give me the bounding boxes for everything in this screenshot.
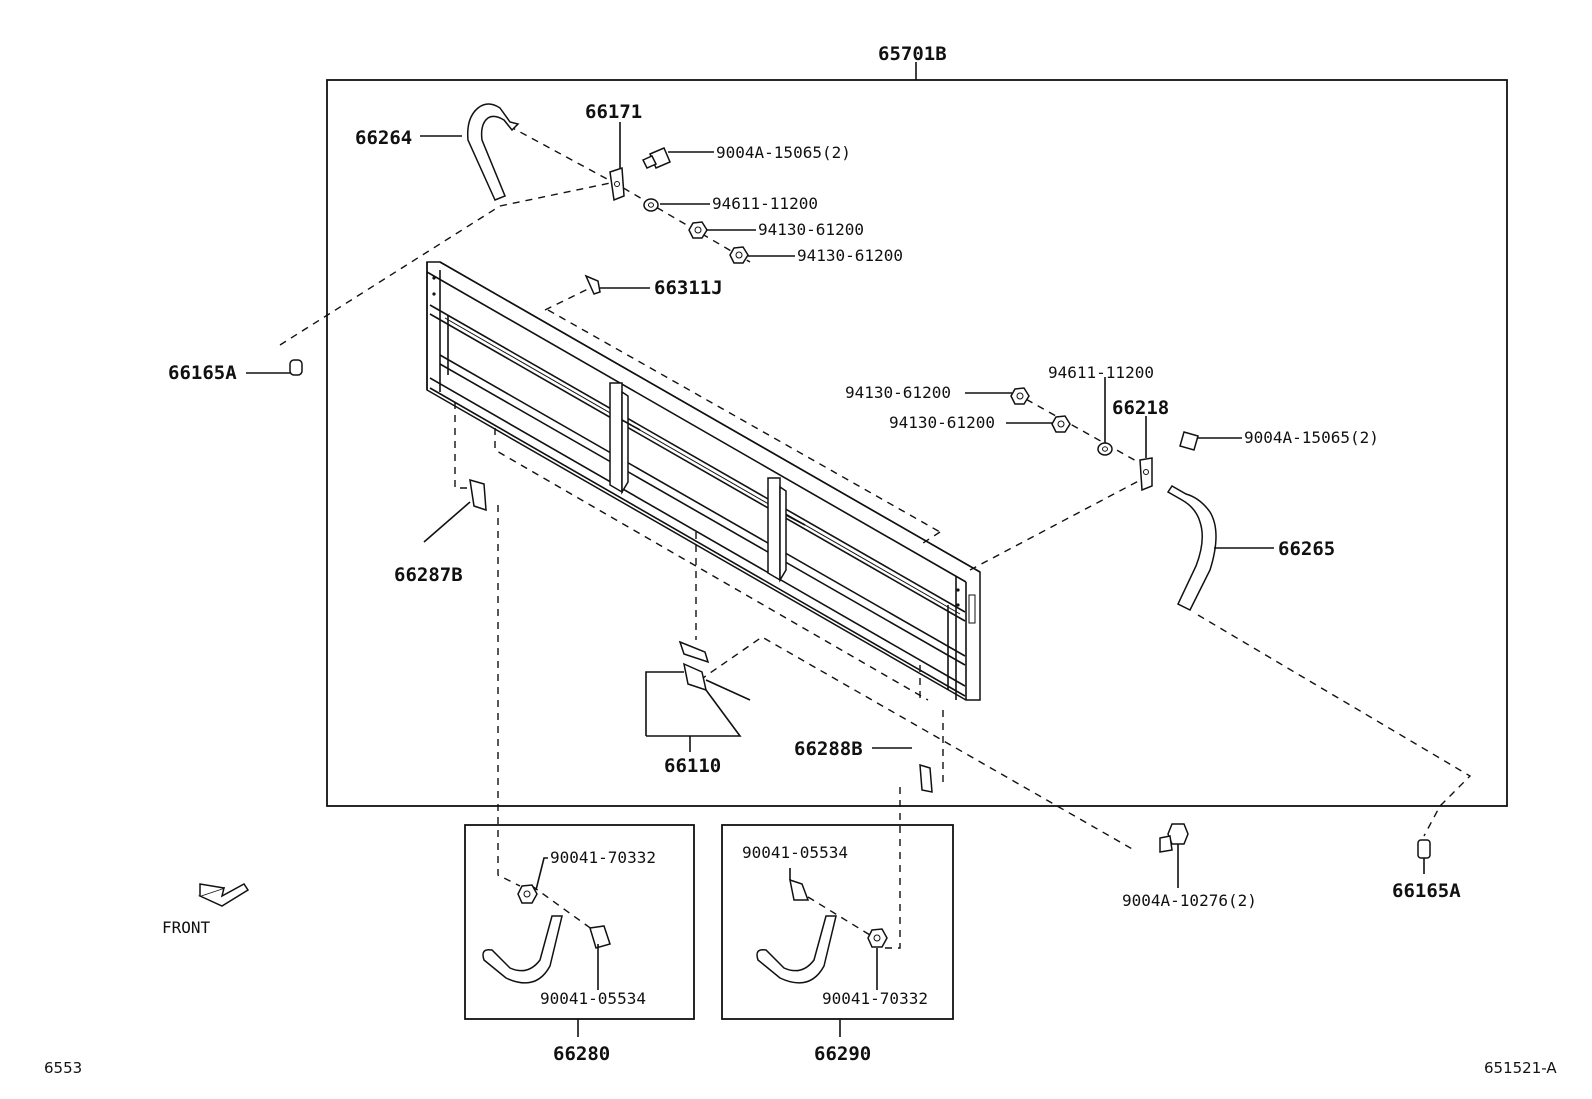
label-nut-left-1[interactable]: 94130-61200 (758, 220, 864, 239)
callout-lines (246, 122, 1425, 990)
label-kit-right-nut[interactable]: 90041-70332 (822, 989, 928, 1008)
hose-right-shape (1166, 485, 1217, 612)
label-plug-left[interactable]: 66165A (168, 362, 237, 384)
assembly-frame (326, 79, 1508, 807)
label-pin[interactable]: 66311J (654, 277, 723, 299)
tailgate-panel (426, 261, 981, 701)
hose-left-shape (466, 103, 520, 201)
label-hose-left[interactable]: 66264 (355, 127, 412, 149)
footer-right-code: 651521-A (1484, 1059, 1557, 1077)
small-parts (289, 147, 1431, 984)
label-bolt-left[interactable]: 9004A-15065(2) (716, 143, 851, 162)
label-clip-right[interactable]: 66288B (794, 738, 863, 760)
label-bolt-right[interactable]: 9004A-15065(2) (1244, 428, 1379, 447)
label-nut-right-2[interactable]: 94130-61200 (889, 413, 995, 432)
label-assembly[interactable]: 65701B (878, 43, 947, 65)
label-bracket-right[interactable]: 66218 (1112, 397, 1169, 419)
label-clip-left[interactable]: 66287B (394, 564, 463, 586)
front-arrow-icon (197, 883, 250, 907)
label-kit-right-bolt[interactable]: 90041-05534 (742, 843, 848, 862)
label-plug-right[interactable]: 66165A (1392, 880, 1461, 902)
label-hinge[interactable]: 66110 (664, 755, 721, 777)
label-nut-left-2[interactable]: 94130-61200 (797, 246, 903, 265)
label-front: FRONT (162, 918, 211, 937)
label-kit-right[interactable]: 66290 (814, 1043, 871, 1065)
kit-right-frame (721, 824, 954, 1020)
label-washer-right[interactable]: 94611-11200 (1048, 363, 1154, 382)
kit-left-frame (464, 824, 695, 1020)
label-kit-left-bolt[interactable]: 90041-05534 (540, 989, 646, 1008)
leader-lines (279, 125, 1472, 949)
label-kit-left-nut[interactable]: 90041-70332 (550, 848, 656, 867)
label-bolt-bottom[interactable]: 9004A-10276(2) (1122, 891, 1257, 910)
label-bracket-left[interactable]: 66171 (585, 101, 642, 123)
footer-left-code: 6553 (44, 1059, 82, 1077)
label-kit-left[interactable]: 66280 (553, 1043, 610, 1065)
label-hose-right[interactable]: 66265 (1278, 538, 1335, 560)
label-washer-left[interactable]: 94611-11200 (712, 194, 818, 213)
label-nut-right-1[interactable]: 94130-61200 (845, 383, 951, 402)
